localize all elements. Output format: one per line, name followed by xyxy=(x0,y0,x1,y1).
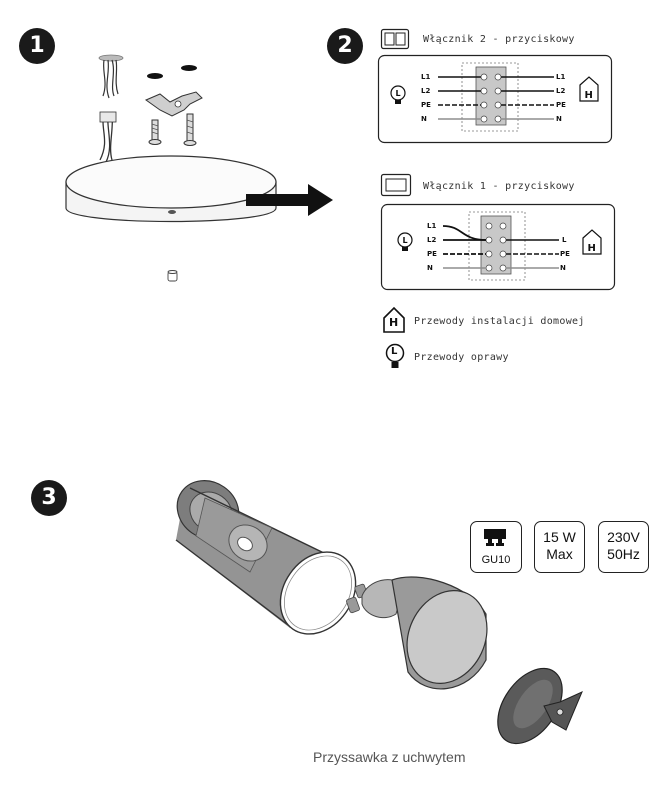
gu10-bulb xyxy=(346,576,488,690)
switch-1-icon xyxy=(380,173,412,197)
switch-1-label: Włącznik 1 - przyciskowy xyxy=(423,181,575,192)
arrow-right-icon xyxy=(246,184,333,216)
legend-house-label: Przewody instalacji domowej xyxy=(414,316,585,327)
canopy-center-hole xyxy=(168,210,176,214)
suction-cup-icon xyxy=(497,667,583,745)
switch-2-left-wire-l2: L2 xyxy=(421,87,431,95)
step-1-badge: 1 xyxy=(19,28,55,64)
suction-cup-caption: Przyssawka z uchwytem xyxy=(313,749,466,765)
mounting-bracket xyxy=(144,91,203,117)
ceiling-wires-icon xyxy=(102,59,119,99)
house-icon: H xyxy=(579,76,599,102)
legend-lamp-label: Przewody oprawy xyxy=(414,352,509,363)
lamp-icon xyxy=(385,343,405,368)
socket-type-badge: GU10 xyxy=(470,521,522,573)
house-icon xyxy=(383,306,405,333)
switch-1-left-wire-n: N xyxy=(427,264,433,272)
switch-2-right-wire-l2: L2 xyxy=(556,87,566,95)
svg-text:H: H xyxy=(588,243,596,254)
voltage-badge: 230V 50Hz xyxy=(598,521,649,573)
switch-2-label: Włącznik 2 - przyciskowy xyxy=(423,34,575,45)
dowel-hole-left xyxy=(147,73,163,79)
power-badge: 15 W Max xyxy=(534,521,585,573)
switch-2-right-wire-pe: PE xyxy=(556,101,566,109)
house-icon: H xyxy=(582,229,602,255)
wiring-diagram-switch-2: L H xyxy=(377,54,613,144)
gu10-socket-icon xyxy=(484,529,506,546)
switch-2-right-wire-n: N xyxy=(556,115,562,123)
svg-text:L: L xyxy=(403,236,408,245)
socket-type-label: GU10 xyxy=(481,554,511,566)
svg-text:H: H xyxy=(585,90,593,101)
switch-1-right-wire-pe: PE xyxy=(560,250,570,258)
switch-1-left-wire-l2: L2 xyxy=(427,236,437,244)
step-2-badge: 2 xyxy=(327,28,363,64)
switch-2-left-wire-pe: PE xyxy=(421,101,431,109)
cover-cap-icon xyxy=(167,270,178,282)
switch-1-right-wire-l: L xyxy=(562,236,567,244)
switch-2-left-wire-l1: L1 xyxy=(421,73,431,81)
switch-1-left-wire-l1: L1 xyxy=(427,222,437,230)
switch-2-left-wire-n: N xyxy=(421,115,427,123)
power-value: 15 W xyxy=(543,529,576,545)
lamp-icon: L xyxy=(390,85,406,104)
dowel-hole-right xyxy=(181,65,197,71)
switch-2-icon xyxy=(380,28,410,50)
wiring-diagram-switch-1: L H xyxy=(380,203,616,291)
lamp-icon: L xyxy=(397,232,413,251)
power-note: Max xyxy=(546,546,573,562)
spotlight-housing xyxy=(175,480,357,635)
svg-text:L: L xyxy=(396,89,401,98)
voltage-value: 230V xyxy=(607,529,640,545)
lamp-letter: L xyxy=(391,346,398,357)
frequency-value: 50Hz xyxy=(607,546,640,562)
switch-1-left-wire-pe: PE xyxy=(427,250,437,258)
house-letter: H xyxy=(389,316,399,329)
switch-2-right-wire-l1: L1 xyxy=(556,73,566,81)
switch-1-right-wire-n: N xyxy=(560,264,566,272)
step-3-badge: 3 xyxy=(31,480,67,516)
ceiling-hole xyxy=(98,54,124,62)
